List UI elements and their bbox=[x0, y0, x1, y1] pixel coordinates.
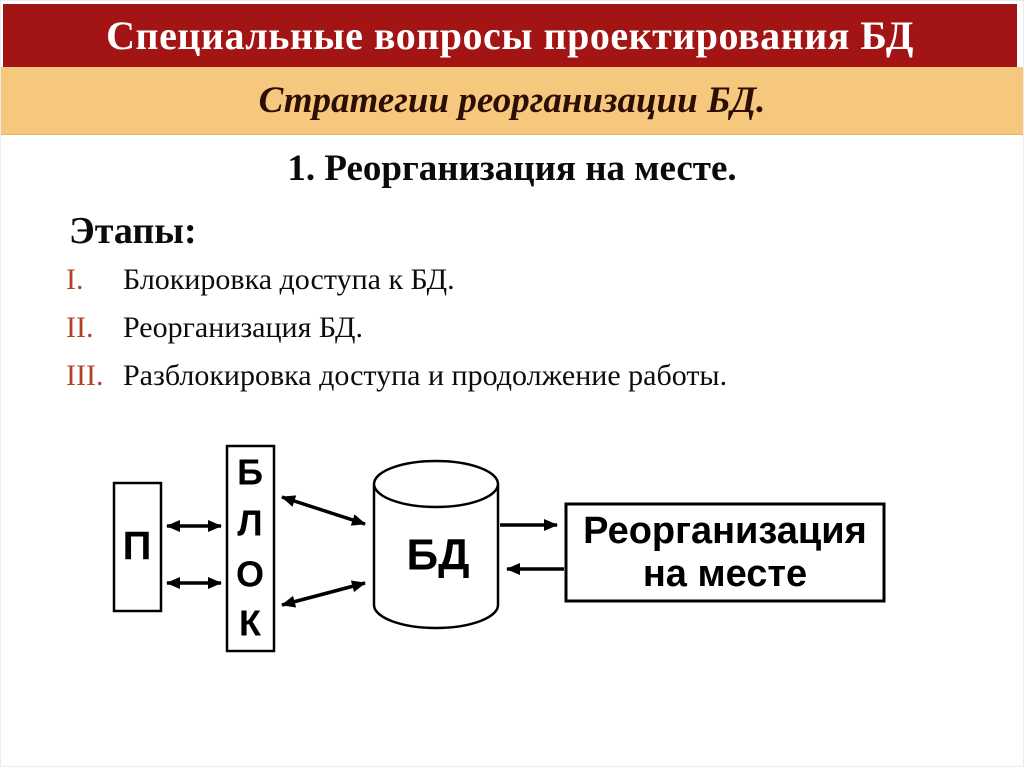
stages-label: Этапы: bbox=[69, 210, 197, 252]
db-label: БД bbox=[407, 531, 470, 580]
section-title: 1. Реорганизация на месте. bbox=[287, 148, 737, 189]
page-title: Специальные вопросы проектирования БД bbox=[106, 13, 914, 58]
result-box-line1: Реорганизация bbox=[583, 510, 867, 552]
stage-numeral: I. bbox=[66, 263, 84, 296]
header-bar: Специальные вопросы проектирования БД bbox=[3, 4, 1017, 67]
process-box bbox=[112, 481, 163, 613]
stage-numeral: III. bbox=[66, 359, 104, 392]
reorganization-diagram: П Б Л О К БД Реорганизация на месте bbox=[112, 444, 886, 653]
list-item: I. Блокировка доступа к БД. bbox=[66, 263, 1003, 311]
db-cylinder bbox=[372, 484, 500, 630]
lock-box-letter: К bbox=[239, 603, 262, 644]
result-box bbox=[564, 502, 886, 603]
arrow-lock-db-bottom bbox=[281, 580, 366, 608]
lock-box-letter: Б bbox=[237, 452, 263, 493]
stage-text: Блокировка доступа к БД. bbox=[123, 263, 455, 296]
db-cylinder-top bbox=[372, 459, 500, 509]
stage-numeral: II. bbox=[66, 311, 94, 344]
subtitle-band: Стратегии реорганизации БД. bbox=[1, 67, 1023, 135]
list-item: II. Реорганизация БД. bbox=[66, 311, 1003, 359]
subtitle: Стратегии реорганизации БД. bbox=[258, 80, 766, 121]
lock-box-letter: Л bbox=[237, 503, 262, 544]
stage-text: Реорганизация БД. bbox=[123, 311, 363, 344]
arrow-lock-db-top bbox=[281, 495, 366, 526]
lock-box-letter: О bbox=[236, 554, 264, 595]
lock-box bbox=[225, 444, 276, 653]
stage-list: I. Блокировка доступа к БД. II. Реоргани… bbox=[66, 263, 1003, 407]
list-item: III. Разблокировка доступа и продолжение… bbox=[66, 359, 1003, 407]
stage-text: Разблокировка доступа и продолжение рабо… bbox=[123, 359, 728, 392]
result-box-line2: на месте bbox=[643, 553, 807, 595]
process-box-label: П bbox=[123, 524, 152, 568]
